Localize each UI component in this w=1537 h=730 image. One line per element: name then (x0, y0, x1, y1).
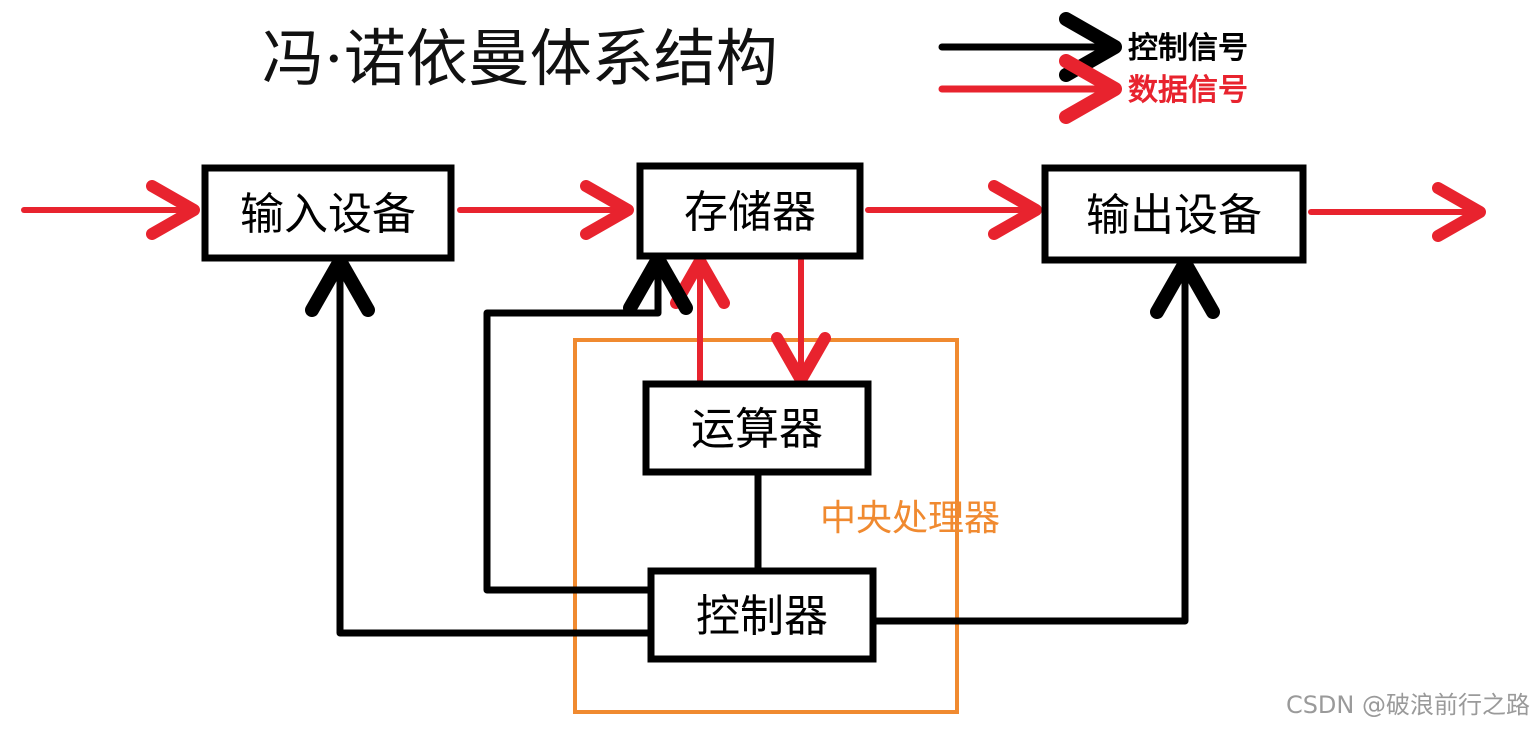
node-controller: 控制器 (647, 567, 877, 663)
alu-label: 运算器 (691, 404, 823, 455)
legend: 控制信号 数据信号 (938, 12, 1248, 124)
legend-control-label: 控制信号 (1128, 31, 1248, 66)
input-box (201, 164, 455, 262)
output-box (1041, 164, 1307, 264)
diagram-title: 冯·诺依曼体系结构 (262, 22, 778, 95)
cpu-region (573, 338, 959, 714)
node-input: 输入设备 (201, 164, 455, 262)
node-alu: 运算器 (642, 380, 872, 476)
data-signals (21, 180, 1486, 387)
input-label: 输入设备 (240, 189, 416, 240)
legend-data-label: 数据信号 (1128, 73, 1248, 108)
control-arrow-to-input (305, 254, 654, 637)
output-label: 输出设备 (1086, 190, 1262, 241)
control-arrow-to-output (871, 256, 1220, 625)
control-signals (305, 252, 1220, 637)
memory-label: 存储器 (684, 187, 816, 238)
control-arrow-to-memory (483, 252, 693, 594)
node-output: 输出设备 (1041, 164, 1307, 264)
controller-box (647, 567, 877, 663)
watermark: CSDN @破浪前行之路 (1286, 691, 1530, 719)
node-memory: 存储器 (636, 162, 864, 260)
controller-label: 控制器 (696, 591, 828, 642)
memory-box (636, 162, 864, 260)
alu-box (642, 380, 872, 476)
cpu-label: 中央处理器 (820, 498, 1000, 539)
